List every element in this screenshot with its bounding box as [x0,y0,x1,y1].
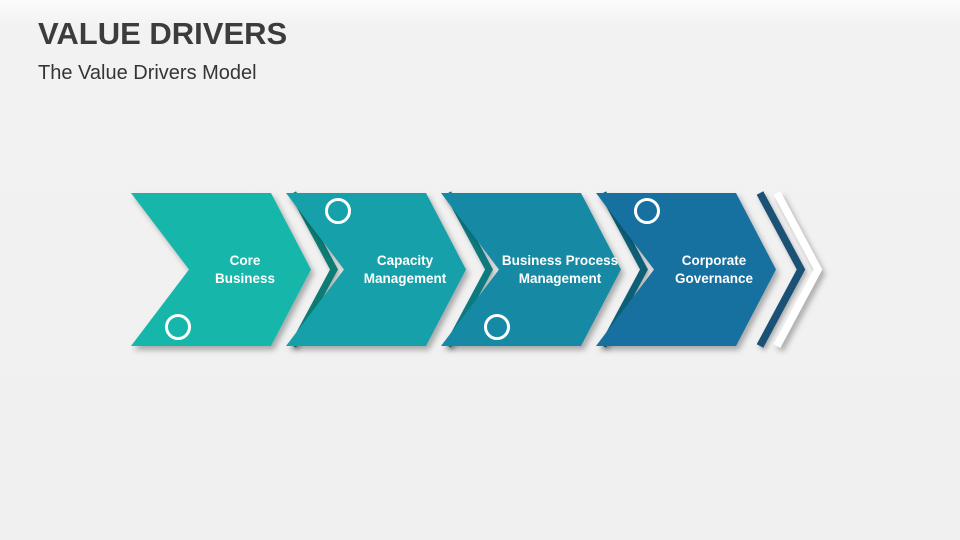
page-subtitle: The Value Drivers Model [38,62,257,84]
tail-stripe-dark-chevron [756,191,806,348]
step-circle-icon [484,314,510,340]
process-step-corporate-governance: Corporate Governance [596,193,776,346]
step-circle-icon [165,314,191,340]
chevron-shape-corporate-governance [596,193,776,346]
process-step-core-business: Core Business [131,193,311,346]
step-label-line1: Business Process [502,253,618,268]
step-label-line2: Governance [675,271,754,286]
chevron-shape-capacity-management [286,193,466,346]
step-circle-icon [634,198,660,224]
step-label-line1: Core [230,253,261,268]
chevron-shape-core-business [131,193,311,346]
step-label-line2: Management [519,271,602,286]
step-label-line2: Management [364,271,447,286]
process-step-business-process-management: Business Process Management [441,193,621,346]
page-title: VALUE DRIVERS [38,16,288,51]
process-step-capacity-management: Capacity Management [286,193,466,346]
step-label-line2: Business [215,271,275,286]
step-label-line1: Corporate [682,253,747,268]
step-label-line1: Capacity [377,253,434,268]
chevron-shape-business-process-management [441,193,621,346]
tail-stripe-white-chevron [773,191,823,348]
step-circle-icon [325,198,351,224]
